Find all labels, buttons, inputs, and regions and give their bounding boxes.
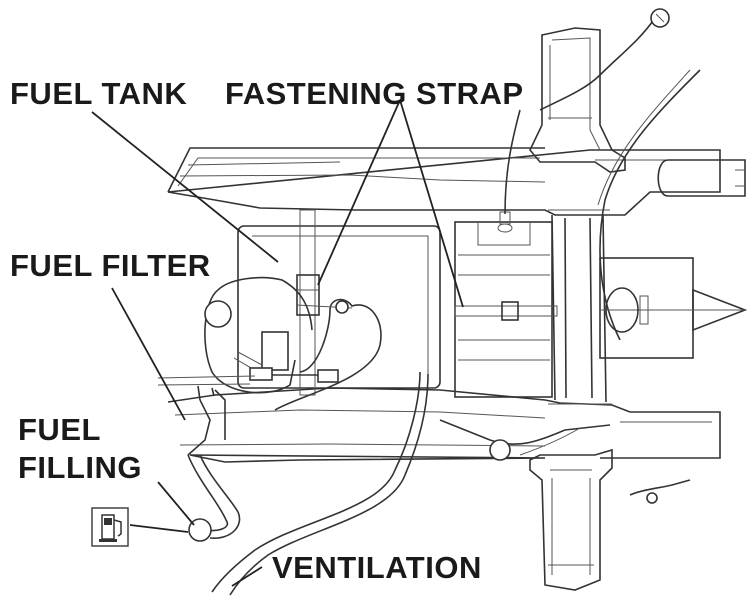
label-fastening-strap: FASTENING STRAP (225, 76, 524, 111)
rear-panel (599, 159, 748, 359)
fuel-filling-hose (187, 454, 241, 542)
leader-lines (91, 99, 464, 587)
upper-outrigger (529, 27, 626, 173)
fuel-tank (237, 209, 441, 396)
label-fuel-filter: FUEL FILTER (10, 248, 211, 283)
fuel-pump-icon (91, 507, 129, 547)
battery (454, 211, 553, 398)
wiring (439, 8, 701, 504)
label-fuel-tank: FUEL TANK (10, 76, 187, 111)
lower-outrigger (529, 448, 613, 591)
label-fuel-filling-line1: FUEL (18, 412, 101, 447)
chassis-frame (167, 147, 721, 463)
label-ventilation: VENTILATION (272, 550, 482, 585)
label-fuel-filling-line2: FILLING (18, 450, 142, 485)
fastening-strap (296, 274, 558, 321)
fuel-lines (187, 276, 429, 596)
fuel-filter (157, 289, 339, 394)
